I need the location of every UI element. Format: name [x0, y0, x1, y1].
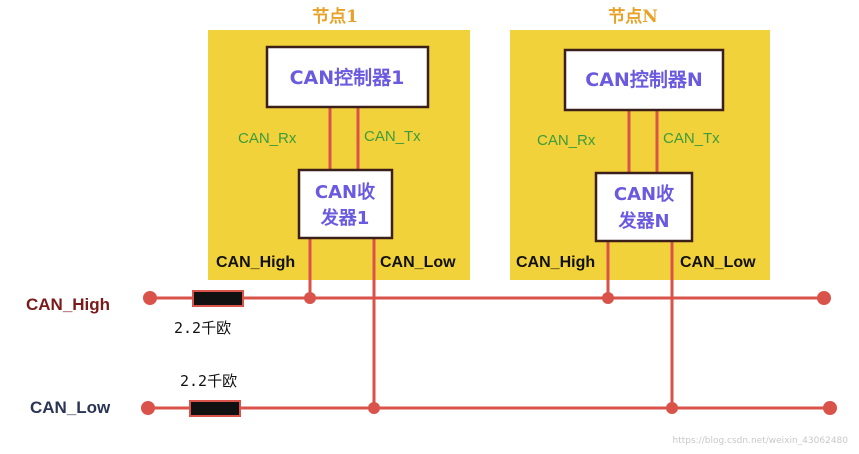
node-1-transceiver-label-line2: 发器1: [320, 207, 370, 229]
node-n-controller-box: [563, 48, 725, 112]
node-n-transceiver-box: [594, 171, 694, 243]
node-1-rx-label: CAN_Rx: [238, 130, 297, 147]
node-1-transceiver-box: [297, 168, 394, 240]
can-high-bus-left-terminal: [143, 291, 157, 305]
node-1-pin-high-label: CAN_High: [216, 254, 295, 271]
can-low-bus: CAN_Low 2.2千欧: [30, 372, 837, 417]
node-1-controller-box: [265, 45, 430, 109]
node-n-transceiver-label-line2: 发器N: [617, 210, 669, 232]
can-high-node-n-junction: [602, 292, 614, 304]
node-n-tx-label: CAN_Tx: [663, 130, 720, 147]
node-n: 节点N CAN控制器N CAN_Rx CAN_Tx CAN收 发器N CAN_H…: [510, 6, 770, 408]
node-n-pin-low-label: CAN_Low: [680, 254, 756, 271]
can-low-bus-right-terminal: [823, 401, 837, 415]
can-low-node-1-junction: [368, 402, 380, 414]
node-1-pin-low-label: CAN_Low: [380, 254, 456, 271]
node-1-controller-label: CAN控制器1: [290, 66, 405, 89]
can-low-resistor-label: 2.2千欧: [180, 372, 237, 390]
node-n-title: 节点N: [608, 6, 658, 27]
can-high-node-1-junction: [304, 292, 316, 304]
can-low-resistor: [189, 400, 241, 417]
node-n-rx-label: CAN_Rx: [537, 132, 596, 149]
can-high-bus: CAN_High 2.2千欧: [26, 290, 831, 337]
can-low-bus-label: CAN_Low: [30, 398, 111, 417]
can-low-node-n-junction: [666, 402, 678, 414]
can-high-resistor: [192, 290, 244, 307]
can-low-bus-left-terminal: [141, 401, 155, 415]
node-n-pin-high-label: CAN_High: [516, 254, 595, 271]
can-high-resistor-label: 2.2千欧: [174, 319, 231, 337]
node-1: 节点1 CAN控制器1 CAN_Rx CAN_Tx CAN收 发器1 CAN_H…: [208, 6, 470, 408]
can-high-bus-label: CAN_High: [26, 295, 110, 314]
can-high-bus-right-terminal: [817, 291, 831, 305]
node-n-controller-label: CAN控制器N: [585, 68, 702, 91]
node-1-tx-label: CAN_Tx: [364, 128, 421, 145]
node-1-title: 节点1: [312, 6, 358, 27]
node-1-transceiver-label-line1: CAN收: [315, 181, 375, 203]
watermark-text: https://blog.csdn.net/weixin_43062480: [672, 436, 848, 446]
node-n-transceiver-label-line1: CAN收: [614, 183, 674, 205]
